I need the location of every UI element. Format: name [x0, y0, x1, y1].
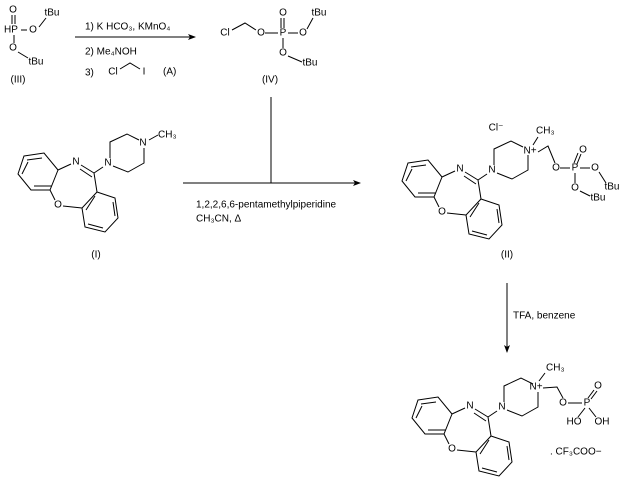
atom-label: tBu: [604, 182, 619, 193]
atom-label: CH₃: [536, 126, 555, 137]
atom-label: HO: [567, 417, 582, 428]
atom-label: O: [438, 207, 446, 218]
atom-label: tBu: [590, 193, 605, 204]
atom-label: N: [498, 402, 505, 413]
atom-label: O: [591, 163, 599, 174]
reagent-label: 3): [85, 68, 94, 79]
atom-label: O: [299, 28, 307, 39]
atom-label: P: [572, 163, 579, 174]
counterion-label: . CF₃COO−: [550, 447, 602, 458]
atom-label: CH₃: [546, 363, 565, 374]
atom-label: tBu: [44, 8, 59, 19]
reagent-label: 1,2,2,6,6-pentamethylpiperidine: [196, 200, 337, 211]
reagent-label: CH₃CN, Δ: [196, 214, 242, 225]
atom-label: Cl: [108, 67, 117, 78]
compound-I: N N N O CH₃ (I): [17, 130, 177, 261]
reagent-label: 2) Me₄NOH: [85, 47, 137, 58]
atom-label: N: [456, 164, 463, 175]
compound-label: (IV): [262, 75, 278, 86]
atom-label: O: [29, 25, 37, 36]
atom-label: O: [279, 8, 287, 19]
atom-label: O: [54, 200, 62, 211]
atom-label: N: [72, 157, 79, 168]
atom-label: tBu: [28, 57, 43, 68]
compound-label: (II): [501, 250, 513, 261]
atom-label: N: [104, 158, 111, 169]
atom-label: HP: [4, 25, 18, 36]
atom-label: O: [9, 43, 17, 54]
atom-label: O: [571, 183, 579, 194]
atom-label: O: [9, 5, 17, 16]
atom-label: OH: [595, 417, 610, 428]
atom-label: O: [448, 444, 456, 455]
compound-label: (III): [11, 75, 26, 86]
atom-label: O: [257, 28, 265, 39]
atom-label: CH₃: [158, 130, 177, 141]
compound-III: O HP O tBu O tBu (III): [4, 5, 59, 86]
atom-label: tBu: [302, 58, 317, 69]
atom-label: N: [488, 165, 495, 176]
reagent-label: (A): [163, 67, 176, 78]
reagent-label: TFA, benzene: [513, 311, 576, 322]
atom-label: O: [279, 48, 287, 59]
compound-IV: Cl O P O O tBu O tBu (IV): [220, 8, 326, 86]
atom-label: P: [584, 398, 591, 409]
atom-label: P: [280, 28, 287, 39]
atom-label: O: [552, 163, 560, 174]
reagent-label: 1) K HCO₃, KMnO₄: [85, 22, 170, 33]
atom-label: Cl⁻: [489, 123, 504, 134]
atom-label: N: [139, 138, 146, 149]
compound-II: N N O N+ CH₃ Cl⁻ O P O O tBu O tBu (II): [401, 123, 620, 261]
atom-label: O: [579, 145, 587, 156]
atom-label: N+: [529, 382, 542, 393]
compound-label: (I): [91, 250, 100, 261]
atom-label: N: [466, 401, 473, 412]
atom-label: tBu: [311, 8, 326, 19]
atom-label: O: [559, 398, 567, 409]
atom-label: O: [594, 381, 602, 392]
compound-final: N N O N+ CH₃ O P O HO OH . CF₃COO−: [411, 363, 610, 477]
atom-label: N+: [523, 146, 536, 157]
atom-label: I: [143, 67, 146, 78]
atom-label: Cl: [220, 28, 229, 39]
